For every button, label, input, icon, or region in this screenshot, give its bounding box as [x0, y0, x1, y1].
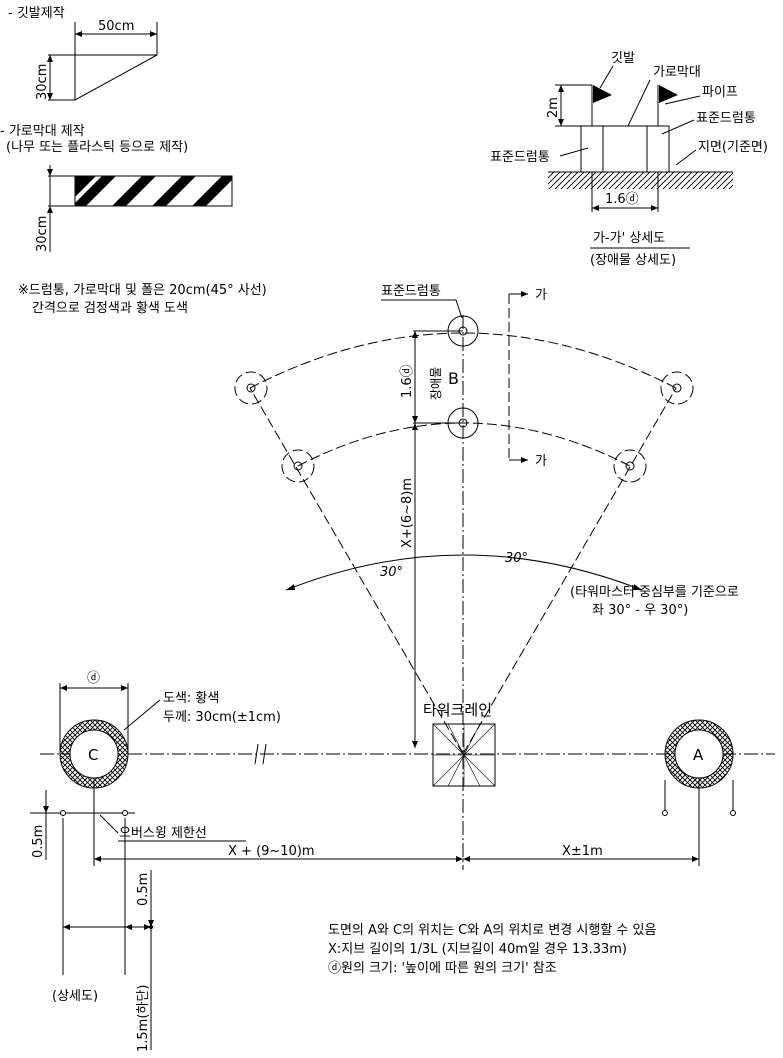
detail-small-top: 0.5m [136, 873, 151, 906]
flag-width-dim: 50cm [98, 19, 134, 34]
section-mark-bottom: 가 [535, 454, 547, 469]
radial-left [249, 387, 464, 755]
angle-left: 30° [380, 565, 403, 580]
flag-right-icon [659, 85, 678, 103]
flag-shape [74, 54, 158, 101]
obstacle-letter: B [448, 369, 459, 388]
fan-drum-outer-left [234, 371, 268, 405]
circle-c-distance: X + (9~10)m [228, 844, 315, 859]
crane-mast-lines [432, 723, 496, 787]
obstacle-label: 장애물 [429, 367, 443, 400]
detail-height-dim: 2m [546, 97, 561, 118]
outer-arc [249, 332, 677, 389]
label-drum-right: 표준드럼통 [696, 111, 756, 126]
angle-arc [285, 554, 643, 591]
overswing-leader [99, 814, 119, 834]
circle-a: A X±1m [463, 719, 736, 866]
overswing-point-left [60, 810, 66, 816]
section-mark-top-arrow [521, 291, 528, 297]
fan-drum-label-leader [455, 299, 463, 319]
label-ground: 지면(기준면) [698, 140, 768, 155]
fan-drum-inner-left [281, 449, 315, 483]
radial-right [462, 387, 677, 755]
leader-drum-left [559, 147, 589, 157]
overswing-point-right [122, 810, 128, 816]
obstacle-detail-view: 2m 1.6ⓓ 깃발 가로막대 파이프 표준드럼통 표준드럼통 지면(기준면) … [490, 51, 768, 268]
leader-pipe [664, 95, 701, 105]
note-line-3: ⓓ원의 크기: '높이에 따른 원의 크기' 참조 [328, 961, 557, 976]
offset-dim-arrow [43, 806, 49, 813]
c-ddim-arrows [60, 685, 128, 691]
detail-small-caption: (상세도) [52, 989, 98, 1004]
detail-width-dim: 1.6ⓓ [605, 192, 639, 207]
leader-flag [599, 65, 614, 89]
small-detail-top-arrow [148, 920, 154, 927]
overswing-label: 오버스윙 제한선 [119, 825, 207, 841]
a-point-left [662, 810, 668, 816]
paint-note-line-2: 간격으로 검정색과 황색 도색 [32, 301, 188, 316]
bar-section-title: - 가로막대 제작 [0, 124, 85, 139]
bar-section-subtitle: (나무 또는 플라스틱 등으로 제작) [6, 140, 188, 155]
tower-crane: 타워크레인 [423, 701, 496, 787]
inner-arc [297, 422, 631, 467]
circle-c-color: 도색: 황색 [163, 691, 219, 706]
c-note-leader [123, 699, 161, 731]
striped-bar [74, 175, 233, 207]
small-detail: 0.5m 1.5m(하단) (상세도) [52, 818, 154, 1052]
crane-label: 타워크레인 [423, 701, 492, 719]
flag-section: - 깃발제작 50cm 30cm [8, 6, 158, 101]
label-bar: 가로막대 [653, 65, 701, 80]
circle-c-diameter: ⓓ [87, 671, 100, 686]
circle-a-letter: A [693, 746, 704, 764]
circle-c-letter: C [88, 746, 98, 764]
bar-section: - 가로막대 제작 (나무 또는 플라스틱 등으로 제작) 30cm [0, 124, 233, 252]
circle-c-offset: 0.5m [31, 825, 46, 858]
label-flag: 깃발 [611, 51, 635, 66]
circle-a-distance: X±1m [562, 844, 603, 859]
fan-drum-label: 표준드럼통 [381, 284, 441, 299]
detail-caption-1: 가-가' 상세도 [593, 231, 665, 246]
angle-right: 30° [505, 551, 528, 566]
leader-bar [627, 79, 651, 127]
circle-c-inner [69, 729, 119, 779]
reference-note-1: (타워마스터 중심부를 기준으로 [570, 585, 739, 600]
detail-small-bottom: 1.5m(하단) [136, 985, 151, 1052]
flag-left-icon [593, 85, 612, 103]
note-line-1: 도면의 A와 C의 위치는 C와 A의 위치로 변경 시행할 수 있음 [328, 922, 656, 938]
gap-dim: 1.6ⓓ [400, 364, 415, 398]
detail-caption-2: (장애물 상세도) [590, 253, 676, 268]
section-mark-top: 가 [535, 288, 547, 303]
fan-drum-inner-right [613, 449, 647, 483]
label-drum-left: 표준드럼통 [490, 150, 550, 165]
break-mark [254, 743, 267, 765]
swing-fan: 표준드럼통 가 가 1.6ⓓ 장애물 B X+(6~8)m 30° 30° (타… [40, 284, 775, 870]
small-detail-arrows [63, 924, 151, 930]
fan-drum-outer-right [660, 371, 694, 405]
reference-note-2: 좌 30° - 우 30°) [592, 603, 688, 618]
label-pipe: 파이프 [702, 85, 738, 100]
flag-section-title: - 깃발제작 [8, 6, 65, 21]
detail-wdim-arrows [592, 205, 658, 211]
paint-note-line-1: ※드럼통, 가로막대 및 폴은 20cm(45° 사선) [18, 283, 267, 298]
paint-note: ※드럼통, 가로막대 및 폴은 20cm(45° 사선) 간격으로 검정색과 황… [18, 283, 267, 316]
a-point-right [730, 810, 736, 816]
circle-a-inner [674, 729, 724, 779]
bar-height-dim: 30cm [35, 216, 50, 252]
bottom-notes: 도면의 A와 C의 위치는 C와 A의 위치로 변경 시행할 수 있음 X:지브… [328, 922, 656, 976]
flag-height-dim: 30cm [35, 64, 50, 100]
leader-ground [675, 149, 697, 166]
circle-c-thickness: 두께: 30cm(±1cm) [163, 710, 281, 725]
note-line-2: X:지브 길이의 1/3L (지브길이 40m일 경우 13.33m) [328, 942, 627, 957]
circle-c: C ⓓ 도색: 황색 두께: 30cm(±1cm) 오버스윙 제한선 0.5m … [30, 671, 463, 866]
radius-dim: X+(6~8)m [400, 478, 415, 548]
striped-bar-fill [75, 176, 232, 206]
leader-drum-right [661, 119, 695, 135]
ground-hatch [548, 172, 733, 189]
section-mark-bottom-arrow [521, 457, 528, 463]
small-detail-point [149, 925, 153, 929]
